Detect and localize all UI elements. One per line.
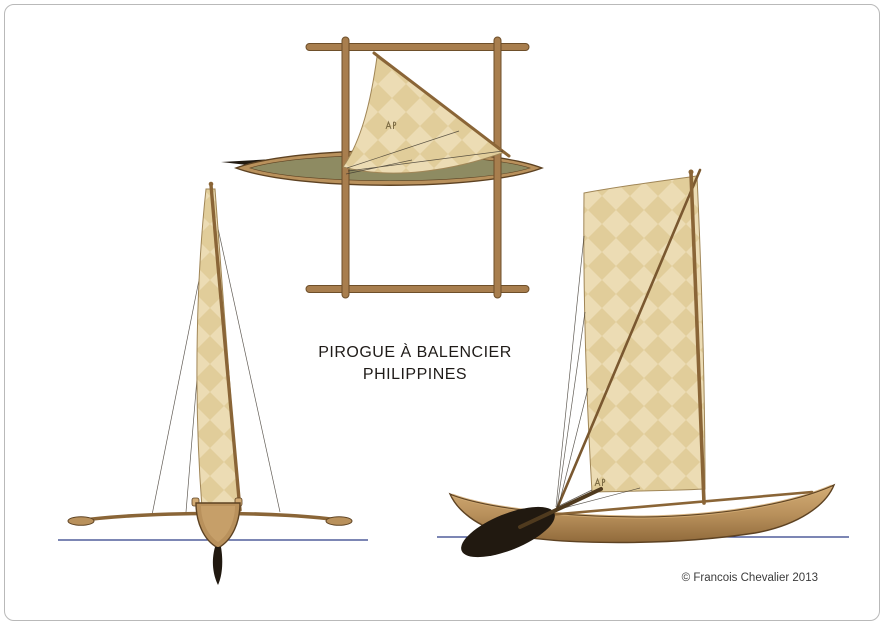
bow-sail (196, 188, 240, 509)
bow-masthead (208, 181, 214, 187)
sail-monogram-icon (594, 477, 606, 487)
title-line-2: PHILIPPINES (363, 366, 467, 383)
sail-monogram-icon (385, 120, 397, 130)
title-line-1: PIROGUE À BALENCIER (318, 342, 512, 361)
bow-mast (209, 183, 242, 512)
copyright-notice: © Francois Chevalier 2013 (682, 572, 818, 584)
bow-view-drawing (58, 181, 368, 585)
profile-view-drawing (437, 168, 849, 558)
ama-float-left-end (67, 516, 95, 526)
profile-mast (689, 171, 706, 505)
profile-sheer-line (451, 485, 833, 518)
profile-yard-spar (554, 168, 702, 513)
bow-rudder-blade (212, 547, 223, 585)
deck-spar (546, 490, 814, 517)
plan-sail (342, 56, 507, 174)
paddle-shaft (518, 487, 603, 529)
plan-yard-spar (372, 51, 511, 158)
ama-float-starboard (305, 285, 530, 293)
ama-float-right-end (325, 516, 353, 526)
plan-view-drawing (221, 36, 544, 299)
profile-masthead (688, 169, 694, 175)
bow-hull-inner-highlight (201, 506, 235, 542)
outrigger-boom-aft (493, 36, 502, 299)
plan-rigging (345, 130, 504, 175)
ama-float-port (305, 43, 530, 51)
profile-rigging (555, 235, 641, 510)
profile-sail (583, 175, 706, 493)
